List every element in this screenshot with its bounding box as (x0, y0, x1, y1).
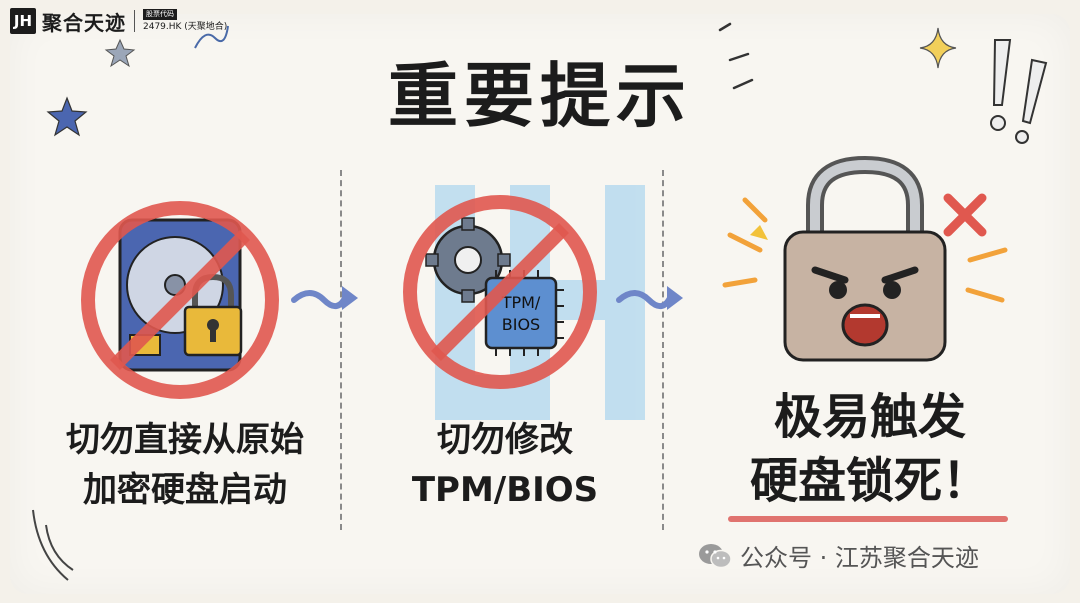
close-icon (943, 193, 987, 237)
star-icon (104, 38, 136, 68)
arrow-right-icon (616, 286, 683, 310)
doodle-swirl-icon (194, 25, 229, 49)
exclamation-icon (990, 39, 1048, 144)
step3-label: 极易触发 硬盘锁死！ (700, 385, 1040, 513)
angry-lock-icon (722, 155, 1008, 362)
step3-line2: 硬盘锁死！ (749, 453, 990, 509)
motion-lines-icon (718, 22, 754, 90)
step2-line1: 切勿修改 (437, 420, 573, 460)
tpm-bios-prohibited-icon: TPM/ BIOS (403, 195, 597, 389)
step1-label: 切勿直接从原始 加密硬盘启动 (40, 415, 330, 515)
logo-mark: JH (10, 8, 36, 34)
encrypted-disk-prohibited-icon (81, 201, 279, 399)
footer[interactable]: 公众号 · 江苏聚合天迹 (698, 538, 979, 573)
step3-line1: 极易触发 (773, 389, 966, 445)
brand-logo[interactable]: JH 聚合天迹 股票代码 2479.HK (天聚地合) (10, 4, 227, 38)
wechat-icon (699, 543, 732, 568)
divider-right (662, 170, 664, 530)
sparkle-icon (919, 27, 957, 69)
stock-tag: 股票代码 (143, 9, 177, 20)
step1-line1: 切勿直接从原始 (66, 420, 304, 460)
chip-label-line1: TPM/ (501, 293, 541, 312)
warning-underline (728, 516, 1008, 522)
gear-icon (425, 217, 511, 303)
corner-lines-icon (32, 509, 74, 581)
stock-info: 股票代码 2479.HK (天聚地合) (143, 9, 227, 33)
stock-code: 2479.HK (天聚地合) (143, 22, 228, 32)
chip-icon: TPM/ BIOS (484, 270, 564, 356)
step2-label: 切勿修改 TPM/BIOS (380, 415, 630, 515)
footer-text: 公众号 · 江苏聚合天迹 (740, 544, 979, 572)
divider-left (340, 170, 342, 530)
arrow-right-icon (291, 286, 358, 310)
step1-line2: 加密硬盘启动 (83, 470, 287, 510)
step2-line2: TPM/BIOS (411, 470, 599, 510)
brand-name: 聚合天迹 (42, 10, 126, 35)
star-icon (46, 96, 88, 137)
page-title: 重要提示 (388, 55, 692, 137)
logo-separator (134, 10, 135, 32)
chip-label-line2: BIOS (502, 315, 540, 334)
